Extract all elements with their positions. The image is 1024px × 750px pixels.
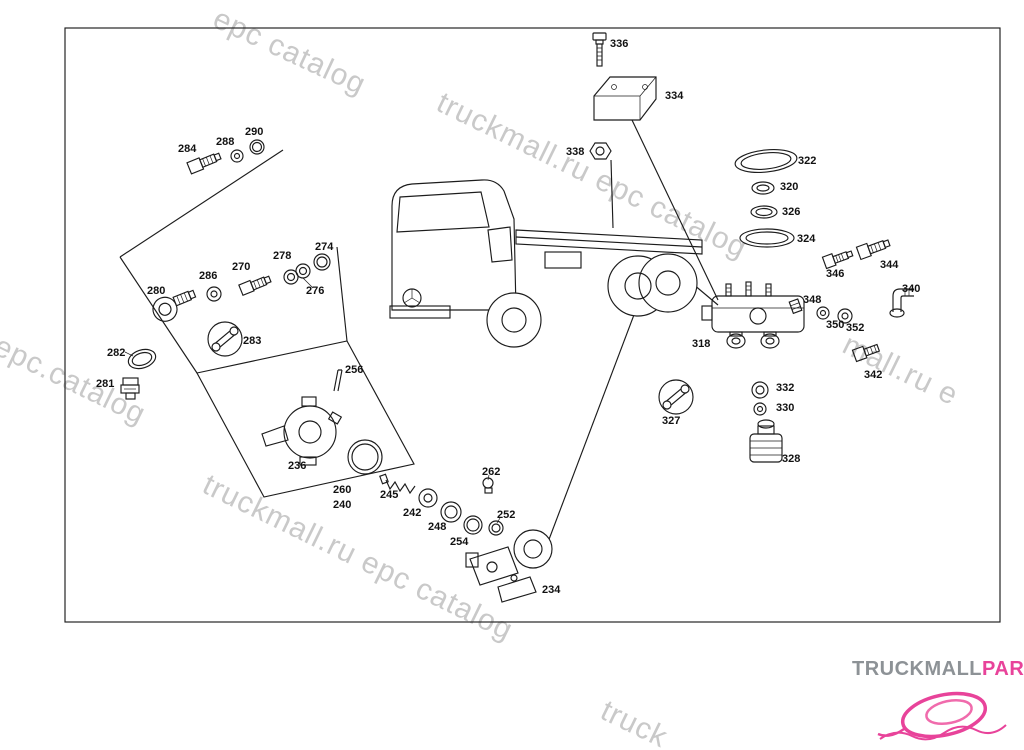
diagram-frame (64, 27, 1001, 623)
truckmall-parts-logo: TRUCKMALLPARTS (852, 658, 1024, 747)
part-328-boot (749, 419, 783, 463)
part-label-352: 352 (846, 322, 865, 334)
part-label-283: 283 (243, 335, 262, 347)
part-label-338: 338 (566, 146, 585, 158)
part-327-wrench-tool-icon (658, 379, 694, 415)
part-label-290: 290 (245, 126, 264, 138)
part-label-336: 336 (610, 38, 629, 50)
part-262-cap (482, 477, 494, 494)
logo-swirl-graphic (877, 691, 1007, 741)
part-label-332: 332 (776, 382, 795, 394)
part-280-elbow-fitting (152, 289, 197, 322)
part-label-270: 270 (232, 261, 251, 273)
part-label-284: 284 (178, 143, 197, 155)
part-label-324: 324 (797, 233, 816, 245)
part-label-322: 322 (798, 155, 817, 167)
part-label-281: 281 (96, 378, 115, 390)
part-336-bolt (592, 32, 607, 67)
logo-text-truckmall: TRUCKMALL (852, 658, 983, 680)
part-274-ring (313, 253, 331, 271)
part-322-ring (734, 149, 798, 173)
part-label-248: 248 (428, 521, 447, 533)
part-label-262: 262 (482, 466, 501, 478)
part-label-328: 328 (782, 453, 801, 465)
part-label-236: 236 (288, 460, 307, 472)
part-label-326: 326 (782, 206, 801, 218)
part-label-234: 234 (542, 584, 561, 596)
part-342-fitting (851, 343, 881, 363)
part-236-valve (261, 396, 343, 466)
part-label-280: 280 (147, 285, 166, 297)
part-324-ring (739, 228, 795, 248)
part-label-254: 254 (450, 536, 469, 548)
part-284-fitting (186, 152, 222, 175)
part-254-ring (463, 515, 483, 535)
part-label-286: 286 (199, 270, 218, 282)
part-256-cotter-pin (333, 369, 343, 392)
part-332-washer (751, 381, 769, 399)
part-label-276: 276 (306, 285, 325, 297)
part-label-240: 240 (333, 499, 352, 511)
part-346-fitting (821, 250, 854, 270)
part-label-318: 318 (692, 338, 711, 350)
part-278-washers (283, 263, 311, 285)
part-label-242: 242 (403, 507, 422, 519)
part-270-fitting (238, 275, 272, 297)
part-286-washer (206, 286, 222, 302)
part-242-seal (418, 488, 438, 508)
part-label-334: 334 (665, 90, 684, 102)
part-label-346: 346 (826, 268, 845, 280)
part-352-washer (837, 308, 853, 324)
part-350-washer (816, 306, 830, 320)
part-label-340: 340 (902, 283, 921, 295)
part-344-fitting (855, 239, 891, 261)
part-label-320: 320 (780, 181, 799, 193)
part-label-274: 274 (315, 241, 334, 253)
part-338-nut (589, 142, 612, 160)
part-281-plug (120, 377, 140, 400)
part-240-260-ring (347, 439, 383, 475)
part-330-washer (753, 402, 767, 416)
part-252-ring (488, 520, 504, 536)
part-label-344: 344 (880, 259, 899, 271)
part-label-282: 282 (107, 347, 126, 359)
part-326-ring (750, 205, 778, 219)
part-label-252: 252 (497, 509, 516, 521)
truck-illustration (389, 179, 703, 348)
part-label-288: 288 (216, 136, 235, 148)
part-245-spring (379, 473, 416, 495)
part-290-ring (249, 139, 265, 155)
part-318-valve-body (701, 281, 805, 349)
part-288-washer (230, 149, 244, 163)
part-label-342: 342 (864, 369, 883, 381)
part-label-278: 278 (273, 250, 292, 262)
part-340-elbow-fitting (889, 288, 914, 318)
part-label-327: 327 (662, 415, 681, 427)
part-334-bracket (593, 76, 657, 121)
part-label-256: 256 (345, 364, 364, 376)
part-label-260: 260 (333, 484, 352, 496)
part-label-348: 348 (803, 294, 822, 306)
part-234-assembly (465, 529, 553, 603)
part-label-245: 245 (380, 489, 399, 501)
logo-text-parts: PARTS (982, 658, 1024, 680)
part-283-wrench-tool-icon (207, 321, 243, 357)
part-320-ring (751, 181, 775, 195)
part-248-ring (440, 501, 462, 523)
part-282-ring (127, 348, 157, 370)
part-label-350: 350 (826, 319, 845, 331)
part-label-330: 330 (776, 402, 795, 414)
